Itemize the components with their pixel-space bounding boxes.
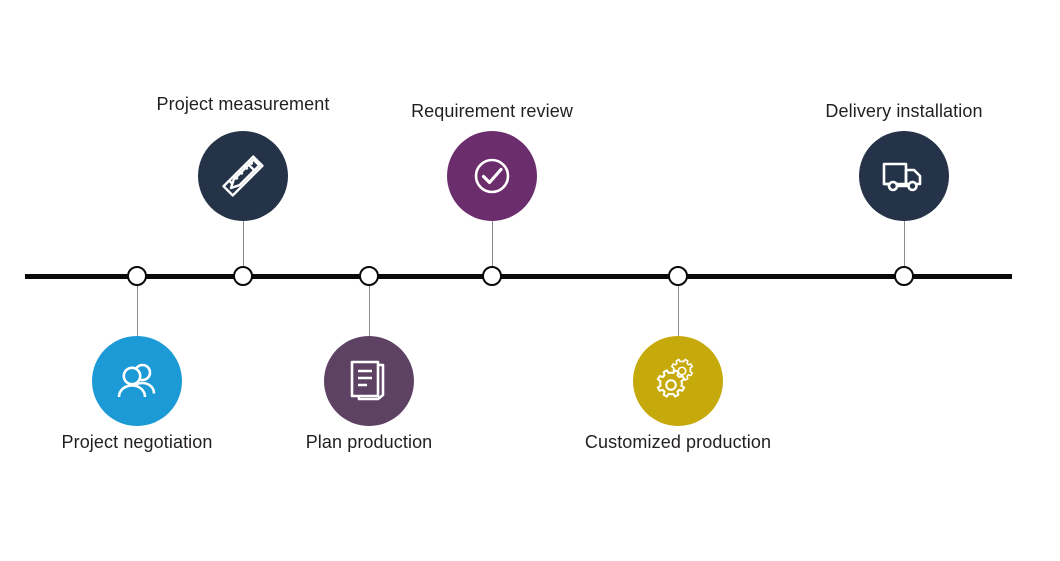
axis-marker-requirement-review[interactable]	[482, 266, 502, 286]
node-icon-requirement-review[interactable]	[447, 131, 537, 221]
node-icon-plan-production[interactable]	[324, 336, 414, 426]
axis-marker-project-measurement[interactable]	[233, 266, 253, 286]
gears-icon	[652, 355, 704, 407]
document-stack-icon	[346, 358, 392, 404]
label-customized-production: Customized production	[584, 432, 772, 452]
axis-marker-project-negotiation[interactable]	[127, 266, 147, 286]
connector-delivery-installation	[904, 198, 905, 268]
connector-customized-production	[678, 286, 679, 338]
delivery-truck-icon	[879, 151, 929, 201]
axis-marker-delivery-installation[interactable]	[894, 266, 914, 286]
node-icon-project-measurement[interactable]	[198, 131, 288, 221]
connector-project-measurement	[243, 198, 244, 268]
people-group-icon	[111, 355, 163, 407]
label-plan-production: Plan production	[305, 432, 433, 452]
ruler-pencil-icon	[218, 151, 268, 201]
axis-marker-plan-production[interactable]	[359, 266, 379, 286]
node-icon-project-negotiation[interactable]	[92, 336, 182, 426]
label-project-measurement: Project measurement	[156, 94, 330, 114]
label-requirement-review: Requirement review	[411, 101, 573, 121]
node-icon-customized-production[interactable]	[633, 336, 723, 426]
connector-plan-production	[369, 286, 370, 338]
node-icon-delivery-installation[interactable]	[859, 131, 949, 221]
label-delivery-installation: Delivery installation	[825, 101, 983, 121]
label-project-negotiation: Project negotiation	[61, 432, 213, 452]
axis-marker-customized-production[interactable]	[668, 266, 688, 286]
connector-requirement-review	[492, 198, 493, 268]
timeline-axis	[25, 274, 1012, 279]
connector-project-negotiation	[137, 286, 138, 338]
check-circle-icon	[468, 152, 516, 200]
